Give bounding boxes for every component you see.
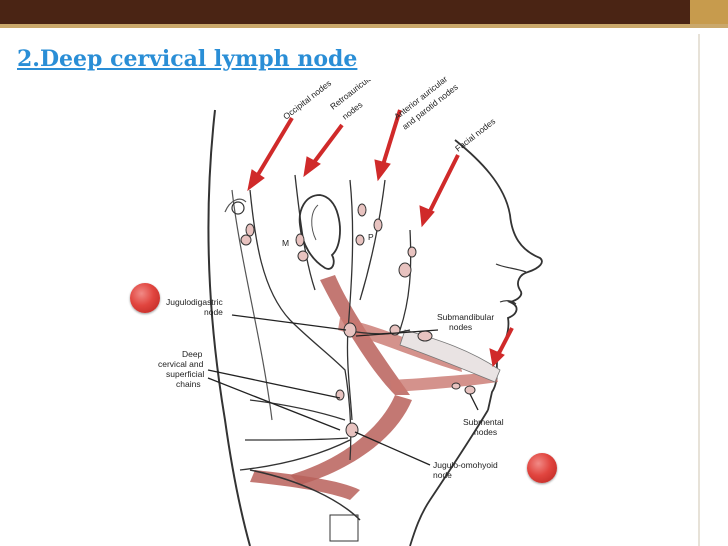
pointer-arrows — [247, 109, 514, 368]
trachea-rings — [329, 514, 359, 542]
label-deep-1: Deep — [182, 349, 203, 359]
label-muscle-p: P — [368, 232, 374, 242]
leader-lines — [207, 314, 479, 466]
label-muscle-m: M — [282, 238, 289, 248]
ear — [298, 194, 341, 270]
right-divider — [698, 34, 700, 546]
marker-dot-left — [130, 283, 160, 313]
neck-shoulder-line — [231, 189, 273, 421]
nostril-line — [495, 263, 527, 273]
label-submental-1: Submental — [463, 417, 504, 427]
occipital-bump — [224, 198, 247, 213]
label-deep-3: superficial — [166, 369, 204, 379]
label-submental-2: nodes — [474, 427, 497, 437]
label-jugulodigastric-2: node — [204, 307, 223, 317]
neck-front-outline — [409, 409, 489, 546]
label-deep-2: cervical and — [158, 359, 204, 369]
top-bar-gold-stripe — [0, 24, 728, 28]
label-facial: Facial nodes — [453, 116, 497, 154]
label-deep-4: chains — [176, 379, 201, 389]
label-jugulodigastric-1: Jugulodigastric — [166, 297, 223, 307]
lymph-nodes — [240, 203, 476, 438]
marker-dot-right — [527, 453, 557, 483]
mylohyoid-region — [399, 329, 501, 383]
label-submandibular-1: Submandibular — [437, 312, 494, 322]
title-background — [0, 34, 430, 80]
label-jugulo-omohyoid-2: node — [433, 470, 452, 480]
lip-line — [499, 300, 517, 305]
slide-title: 2.Deep cervical lymph node — [17, 46, 358, 72]
label-jugulo-omohyoid-1: Jugulo-omohyoid — [433, 460, 498, 470]
neck-back-outline — [207, 109, 251, 546]
top-bar-accent — [690, 0, 728, 24]
digastric-anterior — [390, 372, 498, 392]
arrow-occipital — [254, 116, 294, 180]
label-submandibular-2: nodes — [449, 322, 472, 332]
jugulo-omohyoid-node-mark — [345, 422, 359, 438]
top-bar — [0, 0, 728, 24]
mastoid-marker — [231, 201, 245, 215]
sternocleidomastoid-lower — [290, 395, 412, 485]
ear-inner — [311, 204, 319, 241]
clavicle-line — [249, 469, 361, 521]
label-occipital: Occipital nodes — [281, 78, 333, 122]
